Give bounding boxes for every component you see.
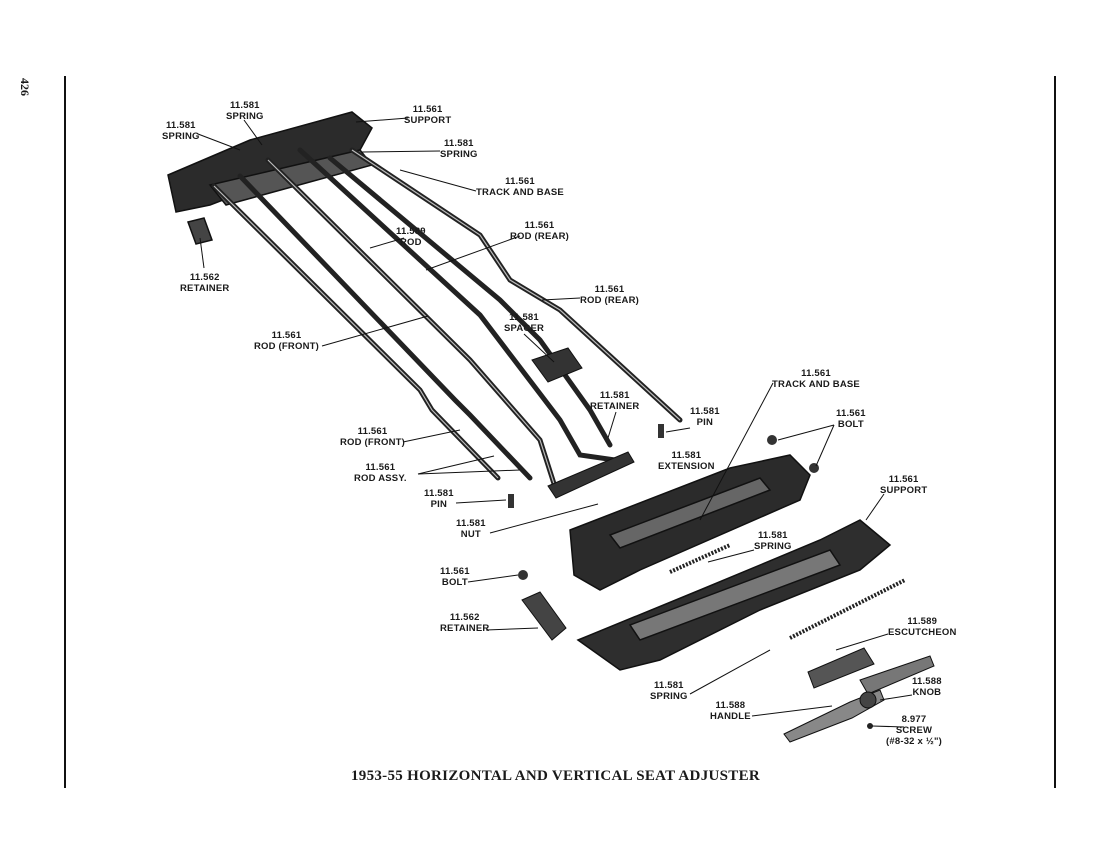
- figure-caption: 1953-55 HORIZONTAL AND VERTICAL SEAT ADJ…: [350, 768, 761, 784]
- escutcheon-part: [807, 647, 875, 689]
- left-margin-rule: [64, 76, 66, 788]
- spring-mid-part: [669, 543, 731, 574]
- lower-support-face: [628, 549, 842, 641]
- leader-lines: [197, 117, 913, 728]
- pin-left-part: [508, 494, 514, 508]
- rod-front-inner: [237, 173, 533, 481]
- lower-track-slot: [608, 477, 772, 549]
- upper-cross-bar: [547, 451, 635, 499]
- pin-right-part: [658, 424, 664, 438]
- springs: [669, 543, 906, 640]
- knob-part: [859, 691, 877, 709]
- spring-lower-part: [789, 578, 906, 640]
- right-margin-rule: [1054, 76, 1056, 788]
- lower-assembly: [569, 454, 892, 671]
- screw-part: [867, 723, 873, 729]
- handle-upper-part: [859, 655, 935, 695]
- retainer-lower-part: [521, 591, 567, 641]
- upper-retainer-part: [187, 217, 213, 245]
- bolt-left-part: [518, 570, 528, 580]
- handle-lower-part: [783, 689, 885, 743]
- spacer-part: [531, 347, 583, 383]
- rod-rear-1: [297, 147, 618, 463]
- rod-highlights: [213, 149, 681, 491]
- bolt-right-part-2: [809, 463, 819, 473]
- rods: [211, 147, 683, 493]
- bolt-right-part-1: [767, 435, 777, 445]
- rod-center: [327, 155, 613, 448]
